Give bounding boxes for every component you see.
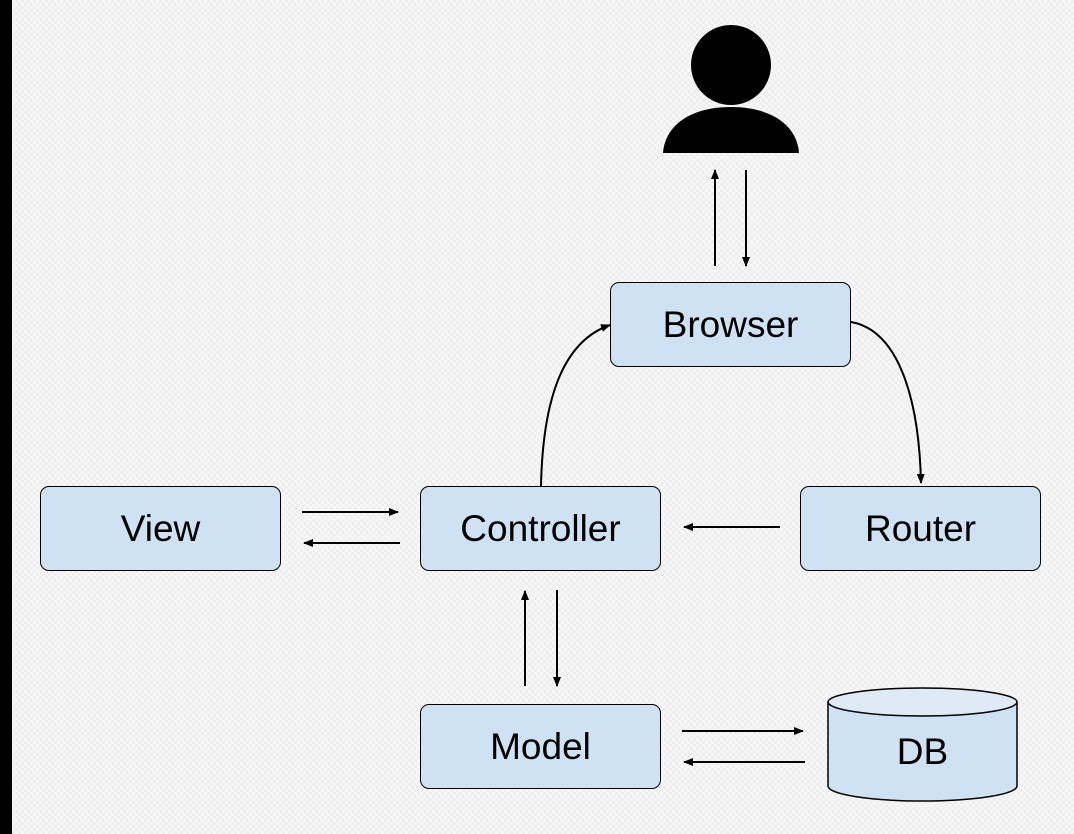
diagram-canvas: Browser View Controller Router Model DB <box>12 0 1074 834</box>
arrow-controller-to-browser <box>540 324 611 487</box>
router-node: Router <box>800 486 1041 571</box>
db-node: DB <box>826 686 1019 804</box>
user-icon <box>663 25 799 153</box>
db-label: DB <box>896 731 949 772</box>
database-icon <box>827 687 1018 802</box>
controller-label: Controller <box>460 507 621 549</box>
model-node: Model <box>420 704 661 789</box>
view-node: View <box>40 486 281 571</box>
browser-label: Browser <box>662 303 799 345</box>
connections <box>302 169 925 766</box>
browser-node: Browser <box>610 282 851 367</box>
controller-node: Controller <box>420 486 661 571</box>
router-label: Router <box>864 507 977 549</box>
view-label: View <box>120 507 201 549</box>
arrow-browser-to-router <box>850 321 925 484</box>
model-label: Model <box>490 725 591 767</box>
